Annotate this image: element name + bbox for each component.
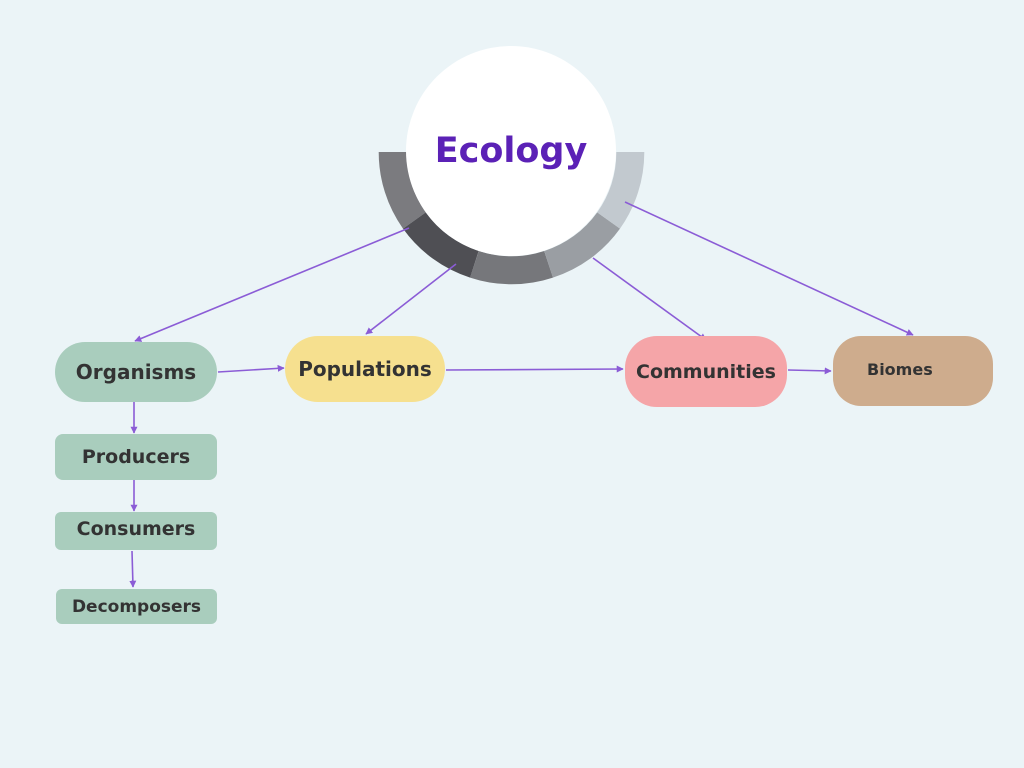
biomes-node: Biomes bbox=[833, 336, 993, 406]
ecology-title: Ecology bbox=[434, 130, 588, 171]
populations-node: Populations bbox=[285, 336, 445, 402]
organisms-node: Organisms bbox=[55, 342, 217, 402]
producers-node: Producers bbox=[55, 434, 217, 480]
producers-label: Producers bbox=[81, 446, 191, 468]
arrow-ecology-to-communities bbox=[592, 257, 707, 341]
populations-label: Populations bbox=[298, 357, 432, 381]
decomposers-node: Decomposers bbox=[56, 589, 217, 624]
arrow-ecology-to-biomes bbox=[624, 201, 914, 336]
decomposers-label: Decomposers bbox=[71, 596, 202, 617]
arrow-communities-to-biomes bbox=[787, 367, 832, 375]
organisms-label: Organisms bbox=[75, 360, 197, 384]
arrow-populations-to-communities bbox=[445, 365, 624, 373]
arrow-ecology-to-organisms bbox=[134, 227, 410, 342]
consumers-node: Consumers bbox=[55, 512, 217, 550]
arrow-ecology-to-populations bbox=[365, 263, 457, 335]
biomes-label: Biomes bbox=[867, 359, 933, 379]
arrow-organisms-to-populations bbox=[217, 364, 285, 373]
ecology-circle: Ecology bbox=[406, 46, 616, 256]
arrow-consumers-to-decomposers bbox=[129, 550, 137, 588]
communities-node: Communities bbox=[625, 336, 787, 407]
ring-segment bbox=[470, 250, 553, 285]
consumers-label: Consumers bbox=[76, 518, 196, 540]
communities-label: Communities bbox=[636, 360, 776, 383]
